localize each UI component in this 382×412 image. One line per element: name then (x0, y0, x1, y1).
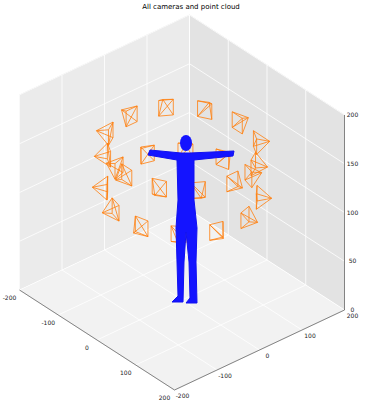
camera-frustum (92, 176, 107, 200)
y-tick-label: 0 (266, 353, 270, 359)
z-tick-label: 50 (349, 258, 357, 264)
y-tick-label: -100 (218, 373, 232, 379)
camera-frustum (227, 171, 243, 192)
y-tick-label: -200 (176, 393, 190, 399)
axis-line (344, 115, 345, 310)
grid-line (147, 230, 302, 330)
grid-line (20, 64, 190, 144)
x-tick-label: 200 (159, 395, 170, 401)
grid-line (190, 64, 345, 164)
camera-frustum (198, 101, 212, 120)
grid-line (190, 15, 345, 115)
grid-line (147, 35, 148, 230)
y-tick-label: 200 (347, 313, 358, 319)
camera-frustum (102, 198, 119, 221)
camera-frustum (159, 99, 174, 116)
x-tick-label: -200 (3, 295, 17, 301)
camera-frustum (122, 106, 138, 127)
grid-line (20, 15, 190, 95)
y-tick-label: 100 (304, 333, 315, 339)
grid-line (175, 310, 345, 390)
camera-frustum (106, 157, 123, 179)
z-tick-label: 150 (347, 161, 358, 167)
grid-line (190, 113, 345, 213)
chart-title: All cameras and point cloud (142, 4, 240, 11)
grid-line (190, 210, 345, 310)
z-tick-label: 100 (347, 210, 358, 216)
x-tick-label: 0 (85, 345, 89, 351)
camera-frustum (256, 185, 271, 209)
grid-line (136, 285, 306, 365)
camera-frustum (253, 131, 269, 155)
point-cloud-head (180, 135, 192, 151)
camera-frustum (241, 206, 258, 228)
camera-frustum (96, 122, 113, 145)
x-tick-label: 100 (120, 370, 131, 376)
axis-line (175, 310, 345, 390)
grid-line (305, 90, 306, 285)
camera-frustum (210, 221, 224, 240)
grid-line (20, 290, 175, 390)
camera-frustum (152, 178, 166, 197)
camera-frustum (245, 164, 262, 187)
camera-frustum (232, 112, 248, 134)
axis-line (20, 290, 175, 390)
camera-frustum (116, 164, 132, 186)
z-tick-label: 0 (351, 307, 355, 313)
point-cloud-body (148, 150, 234, 303)
x-tick-label: -100 (41, 320, 55, 326)
grid-line (344, 115, 345, 310)
z-tick-label: 200 (347, 112, 358, 118)
camera-frustum (134, 216, 148, 237)
